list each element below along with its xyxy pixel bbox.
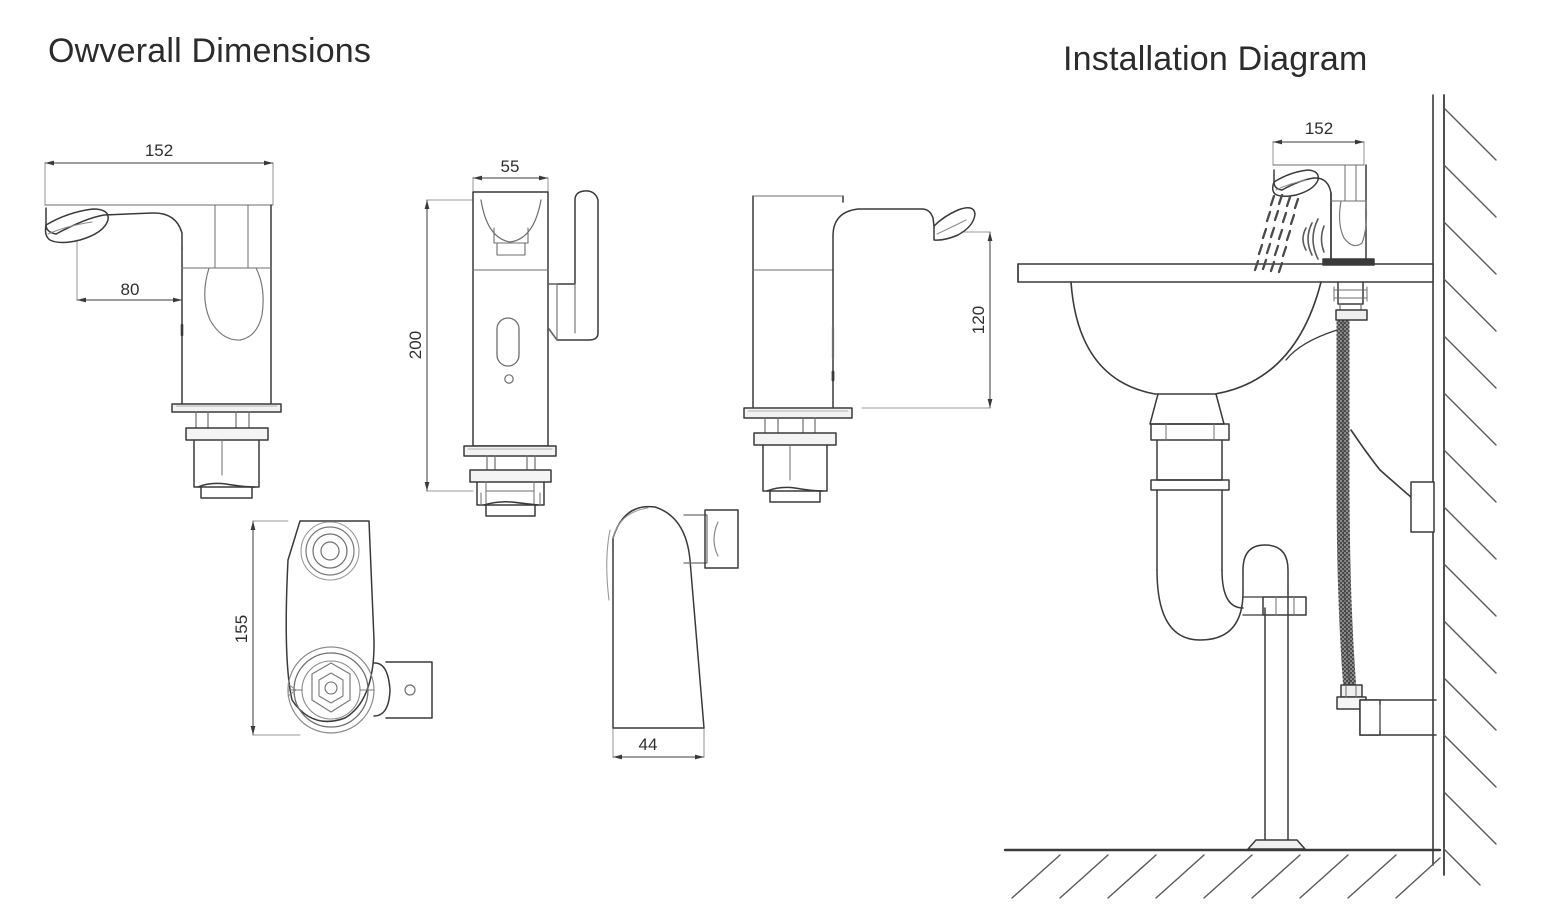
- floor: [1003, 848, 1442, 899]
- dimension-label-80-view1: 80: [121, 280, 140, 299]
- dimension-label-120-view3: 120: [969, 306, 988, 334]
- dimension-label-155-view4: 155: [232, 615, 251, 643]
- basin: [1070, 281, 1322, 425]
- braided-supply-hose: [1335, 309, 1368, 710]
- dimension-80-view1: 80: [76, 239, 183, 303]
- dimension-label-152-view1: 152: [145, 141, 173, 160]
- angle-stop-valve: [1359, 699, 1437, 736]
- page-title-installation-diagram: Installation Diagram: [1063, 40, 1368, 78]
- dimension-label-44-view5: 44: [639, 735, 658, 754]
- sensor-waves-icon: [1302, 218, 1325, 260]
- dimension-44-view5: 44: [612, 727, 705, 760]
- countertop: [1017, 263, 1434, 283]
- installation-diagram: 152: [1003, 94, 1497, 899]
- control-box: [1410, 481, 1435, 533]
- view-top: 155: [232, 520, 433, 736]
- drain-assembly: [1150, 423, 1307, 850]
- dimension-label-200-view2: 200: [406, 331, 425, 359]
- dimension-155-view4: 155: [232, 520, 301, 736]
- view-handle: 44: [606, 505, 739, 760]
- dimension-55-view2: 55: [472, 157, 549, 193]
- view-side-right: 120: [743, 195, 993, 503]
- dimension-152-view1: 152: [44, 141, 274, 206]
- view-front: 55 200: [406, 157, 599, 517]
- dimension-152-install: 152: [1272, 119, 1365, 166]
- dimension-200-view2: 200: [406, 199, 474, 492]
- control-cable: [1285, 329, 1413, 499]
- installed-faucet: [1271, 164, 1375, 315]
- view-side-left: 152 80: [44, 141, 282, 499]
- wall: [1432, 94, 1497, 886]
- water-stream: [1253, 193, 1300, 274]
- page-title-overall-dimensions: Owverall Dimensions: [48, 32, 372, 70]
- dimension-120-view3: 120: [861, 231, 993, 409]
- dimension-label-152-install: 152: [1305, 119, 1333, 138]
- dimension-label-55-view2: 55: [501, 157, 520, 176]
